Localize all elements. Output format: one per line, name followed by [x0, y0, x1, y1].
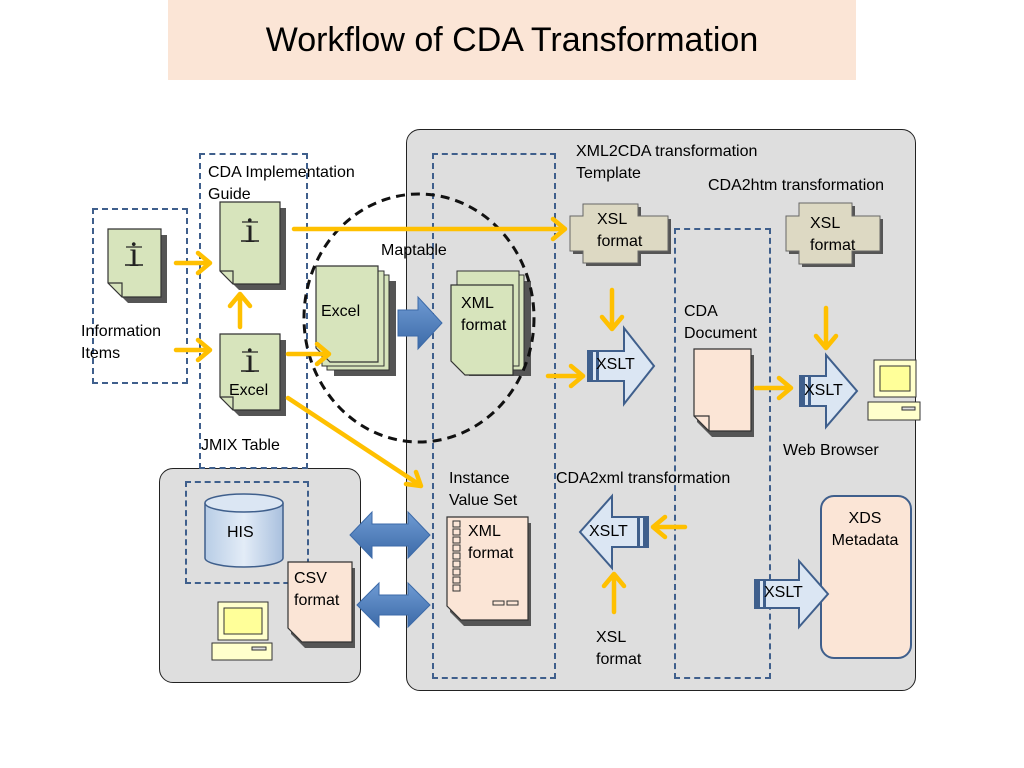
- instance-xml-doc-icon: [446, 516, 531, 626]
- his-group: [185, 481, 309, 584]
- jmix-table-label: JMIX Table: [201, 437, 280, 454]
- maptable-ellipse: [302, 192, 536, 444]
- page-title: Workflow of CDA Transformation: [265, 20, 759, 59]
- csv-doc-icon: [287, 561, 355, 648]
- maptable-excel-stack-icon: [315, 265, 396, 376]
- excel-to-guide-arrow: [227, 291, 253, 330]
- cda-to-xslt-arrow: [753, 375, 794, 401]
- xsl-format-1-label: XSL format: [597, 211, 643, 250]
- template-column-group: [432, 153, 556, 679]
- excel-to-instance-arrow: [285, 395, 424, 489]
- csv-format-label: CSV format: [294, 570, 340, 609]
- information-items-doc-icon: i: [107, 228, 167, 303]
- xslt-arrow-2: [799, 352, 859, 430]
- info-to-guide-arrow: [173, 250, 213, 276]
- jmix-group: [199, 153, 308, 469]
- his-database-icon: [204, 493, 284, 568]
- xslt-arrow-4: [754, 558, 830, 630]
- info-to-excel-arrow: [173, 337, 213, 363]
- excel-to-maptable-arrow: [285, 341, 332, 367]
- xml-to-xslt-arrow: [545, 363, 586, 389]
- xsl-format-2-label: XSL format: [810, 215, 856, 254]
- excel-maptable-label: Excel: [321, 303, 361, 320]
- maptable-label: Maptable: [381, 242, 447, 259]
- xds-metadata-box: [820, 495, 912, 659]
- jmix-excel-doc-icon: i: [219, 333, 286, 416]
- template-to-xslt-arrow: [599, 287, 625, 332]
- his-to-instance-arrow: [349, 510, 431, 560]
- xml-format-instance-label: XML format: [468, 523, 514, 562]
- svg-text:i: i: [129, 234, 139, 274]
- xsl-to-xslt3-arrow: [601, 571, 627, 615]
- cda-document-icon: [693, 348, 754, 437]
- web-xsl-to-xslt-arrow: [813, 305, 839, 351]
- xslt-1-label: XSLT: [596, 356, 635, 373]
- svg-text:i: i: [245, 210, 255, 250]
- cda-column-group: [674, 228, 771, 679]
- computer-icon-his: [211, 601, 273, 661]
- his-label: HIS: [227, 524, 254, 541]
- title-band: Workflow of CDA Transformation: [168, 0, 856, 80]
- xslt-2-label: XSLT: [804, 382, 843, 399]
- csv-to-instance-arrow: [356, 581, 431, 629]
- cda-to-xslt3-arrow: [650, 514, 688, 540]
- xsl-format-3-label: XSL format: [596, 629, 642, 668]
- svg-text:i: i: [245, 340, 255, 380]
- xsl-format-plus-2: [785, 202, 883, 267]
- xslt-arrow-3: [578, 493, 649, 571]
- xml-format-stack-icon: [450, 270, 531, 376]
- cda-document-label: CDA Document: [684, 303, 757, 342]
- information-items-label: Information Items: [81, 323, 162, 362]
- xsl-format-plus-1: [569, 203, 671, 266]
- instance-value-set-label: Instance Value Set: [449, 470, 518, 509]
- xslt-3-label: XSLT: [589, 523, 628, 540]
- excel-to-xml-arrow: [397, 295, 443, 351]
- web-browser-label: Web Browser: [783, 442, 879, 459]
- xml2cda-template-label: XML2CDA transformation Template: [576, 143, 758, 182]
- excel-jmix-label: Excel: [229, 382, 269, 399]
- information-items-group: [92, 208, 188, 384]
- computer-icon-web: [867, 359, 921, 421]
- xslt-4-label: XSLT: [764, 584, 803, 601]
- cda-guide-doc-icon: i: [219, 201, 286, 290]
- guide-to-template-arrow: [291, 216, 568, 242]
- cda2htm-label: CDA2htm transformation: [708, 177, 885, 194]
- xml-format-mapped-label: XML format: [461, 295, 507, 334]
- cda2xml-label: CDA2xml transformation: [556, 470, 731, 487]
- xslt-arrow-1: [587, 325, 656, 407]
- xds-metadata-label: XDS Metadata: [831, 510, 899, 549]
- cda-guide-label: CDA Implementation Guide: [208, 164, 355, 203]
